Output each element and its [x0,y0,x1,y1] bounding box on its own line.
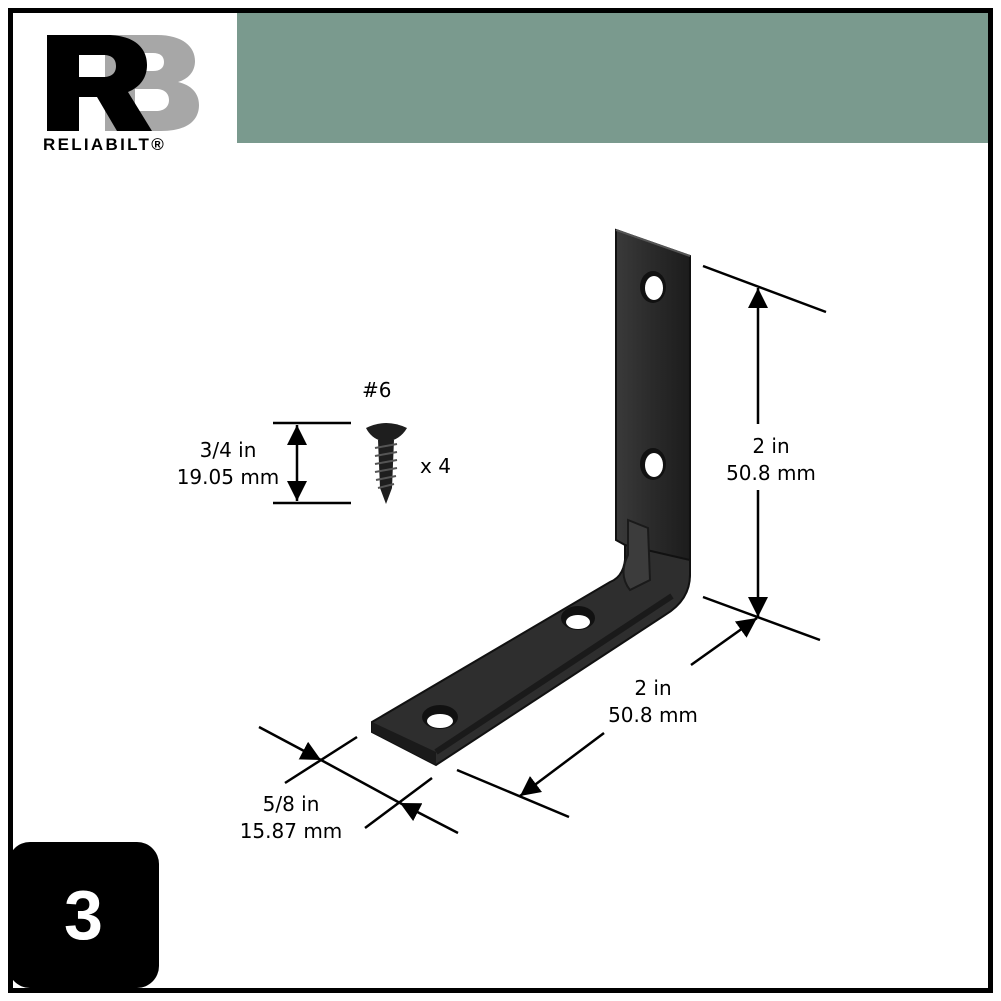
brand-logo: RELIABILT® [13,13,237,154]
width-label: 5/8 in 15.87 mm [239,792,343,843]
screw-icon [366,423,407,504]
corner-brace-illustration [371,228,691,767]
width-dimension [258,725,459,835]
length-dimension [456,616,758,819]
rb-monogram-icon [47,35,199,131]
image-index-badge: 3 [8,842,159,988]
header-banner [237,13,988,143]
height-label: 2 in 50.8 mm [726,434,816,485]
screw-length-dimension [273,421,351,505]
image-index-number: 3 [64,876,103,954]
screw-size-label: #6 [362,378,392,402]
screw-length-label: 3/4 in 19.05 mm [176,438,280,489]
image-frame [8,8,993,993]
brand-wordmark: RELIABILT® [43,135,167,154]
screw-quantity-label: x 4 [420,454,451,478]
length-label: 2 in 50.8 mm [608,676,698,727]
height-dimension [702,264,827,642]
